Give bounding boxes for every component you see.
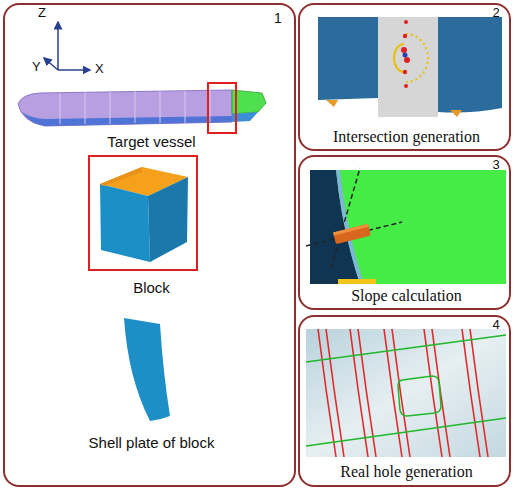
panel-box: 4Real hole generation bbox=[298, 315, 511, 487]
hull-lines bbox=[306, 335, 506, 446]
plate-surface bbox=[306, 329, 506, 457]
panel-box: 1Target vesselBlockShell plate of block bbox=[3, 3, 296, 487]
cube-front bbox=[100, 184, 150, 262]
shell-plate bbox=[124, 318, 170, 421]
normal-line bbox=[306, 222, 402, 246]
vessel-hull bbox=[18, 90, 232, 126]
caption-text: Slope calculation bbox=[300, 287, 513, 305]
stiffener-mark bbox=[326, 100, 338, 107]
callout-number: 4 bbox=[486, 318, 506, 332]
caption-text: Real hole generation bbox=[300, 463, 513, 481]
pipe-symbol bbox=[333, 224, 371, 244]
shell-section bbox=[310, 170, 360, 284]
callout-number: 1 bbox=[267, 11, 289, 26]
highlight-frame bbox=[208, 83, 236, 133]
caption-text: Intersection generation bbox=[300, 128, 513, 146]
intersection-points bbox=[401, 20, 410, 88]
callout-number: 2 bbox=[486, 6, 506, 20]
blue-shell bbox=[438, 17, 502, 113]
callout-number: 3 bbox=[486, 158, 506, 172]
axis-label: X bbox=[95, 62, 104, 75]
vessel-bottom bbox=[22, 112, 232, 126]
intersection-image bbox=[318, 17, 502, 117]
intersection-point bbox=[403, 53, 408, 58]
hole-image bbox=[306, 329, 506, 457]
stiffener-mark bbox=[450, 110, 462, 117]
cube-edge bbox=[100, 167, 142, 186]
bottom-bar bbox=[338, 279, 376, 284]
caption-text: Target vessel bbox=[5, 134, 298, 151]
block-cube bbox=[89, 156, 197, 270]
block-seams bbox=[60, 90, 210, 124]
vessel-bow bbox=[232, 90, 266, 114]
panel-box: 3Slope calculation bbox=[298, 155, 511, 310]
caption-text: Shell plate of block bbox=[5, 435, 298, 452]
highlight-frame bbox=[89, 156, 197, 270]
slope-image bbox=[306, 168, 506, 284]
hole-outline bbox=[398, 376, 441, 416]
intersection-arc bbox=[406, 34, 428, 82]
axis-symbol bbox=[44, 22, 90, 70]
grey-panel bbox=[378, 17, 438, 117]
tangent-line bbox=[331, 168, 360, 268]
cube-side bbox=[148, 177, 188, 262]
axis-label: Z bbox=[38, 6, 46, 19]
panel-box: 2Intersection generation bbox=[298, 3, 511, 151]
target-vessel bbox=[18, 83, 266, 133]
blue-shell bbox=[318, 17, 378, 100]
z-axis bbox=[57, 22, 59, 70]
caption-text: Block bbox=[5, 280, 298, 297]
x-axis bbox=[58, 69, 90, 71]
axis-label: Y bbox=[32, 60, 41, 73]
y-axis bbox=[44, 58, 58, 70]
